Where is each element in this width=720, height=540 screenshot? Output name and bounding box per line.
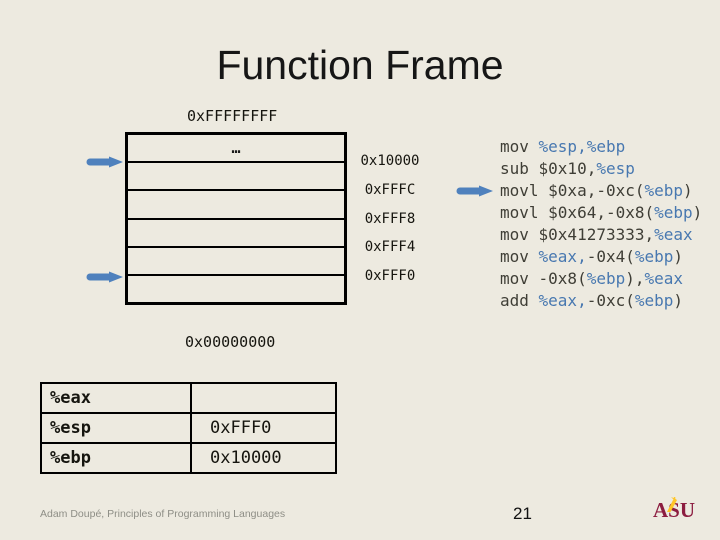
stack-cell-0: … (128, 135, 344, 164)
code-line-1: mov %esp,%ebp (500, 137, 626, 156)
code-line-3: movl $0xa,-0xc(%ebp) (500, 181, 693, 200)
code-line-7: mov -0x8(%ebp),%eax (500, 269, 684, 288)
register-value: 0xFFF0 (190, 412, 337, 444)
address-label-0xFFF4: 0xFFF4 (364, 239, 416, 256)
bottom-address-label: 0x00000000 (185, 333, 276, 351)
register-name: %ebp (40, 442, 192, 474)
asu-pitchfork-icon (667, 498, 677, 512)
slide-title: Function Frame (216, 42, 504, 88)
code-line-2: sub $0x10,%esp (500, 159, 635, 178)
register-value (190, 382, 337, 414)
register-value: 0x10000 (190, 442, 337, 474)
esp-pointer-arrow (86, 271, 123, 283)
top-address-label: 0xFFFFFFFF (187, 107, 278, 125)
ebp-pointer-arrow (86, 156, 123, 168)
code-line-6: mov %eax,-0x4(%ebp) (500, 247, 684, 266)
stack-cell-3 (128, 220, 344, 248)
register-name: %eax (40, 382, 192, 414)
address-label-0xFFF0: 0xFFF0 (364, 268, 416, 285)
code-line-8: add %eax,-0xc(%ebp) (500, 291, 684, 310)
code-line-4: movl $0x64,-0x8(%ebp) (500, 203, 703, 222)
stack-cell-5 (128, 276, 344, 302)
address-label-0xFFFC: 0xFFFC (364, 181, 416, 198)
address-label-0xFFF8: 0xFFF8 (364, 210, 416, 227)
address-label-0x10000: 0x10000 (360, 152, 420, 169)
footer-author: Adam Doupé, Principles of Programming La… (40, 508, 286, 520)
stack-cell-1 (128, 163, 344, 192)
register-row-eax: %eax (40, 382, 337, 414)
stack-cell-4 (128, 248, 344, 276)
register-name: %esp (40, 412, 192, 444)
memory-stack-diagram: … (125, 132, 347, 305)
code-line-5: mov $0x41273333,%eax (500, 225, 693, 244)
current-instruction-arrow (456, 185, 493, 197)
stack-cell-2 (128, 191, 344, 220)
assembly-code: mov %esp,%ebp sub $0x10,%esp movl $0xa,-0x… (500, 136, 702, 312)
page-number: 21 (513, 504, 532, 523)
asu-logo: ASU (653, 497, 695, 522)
